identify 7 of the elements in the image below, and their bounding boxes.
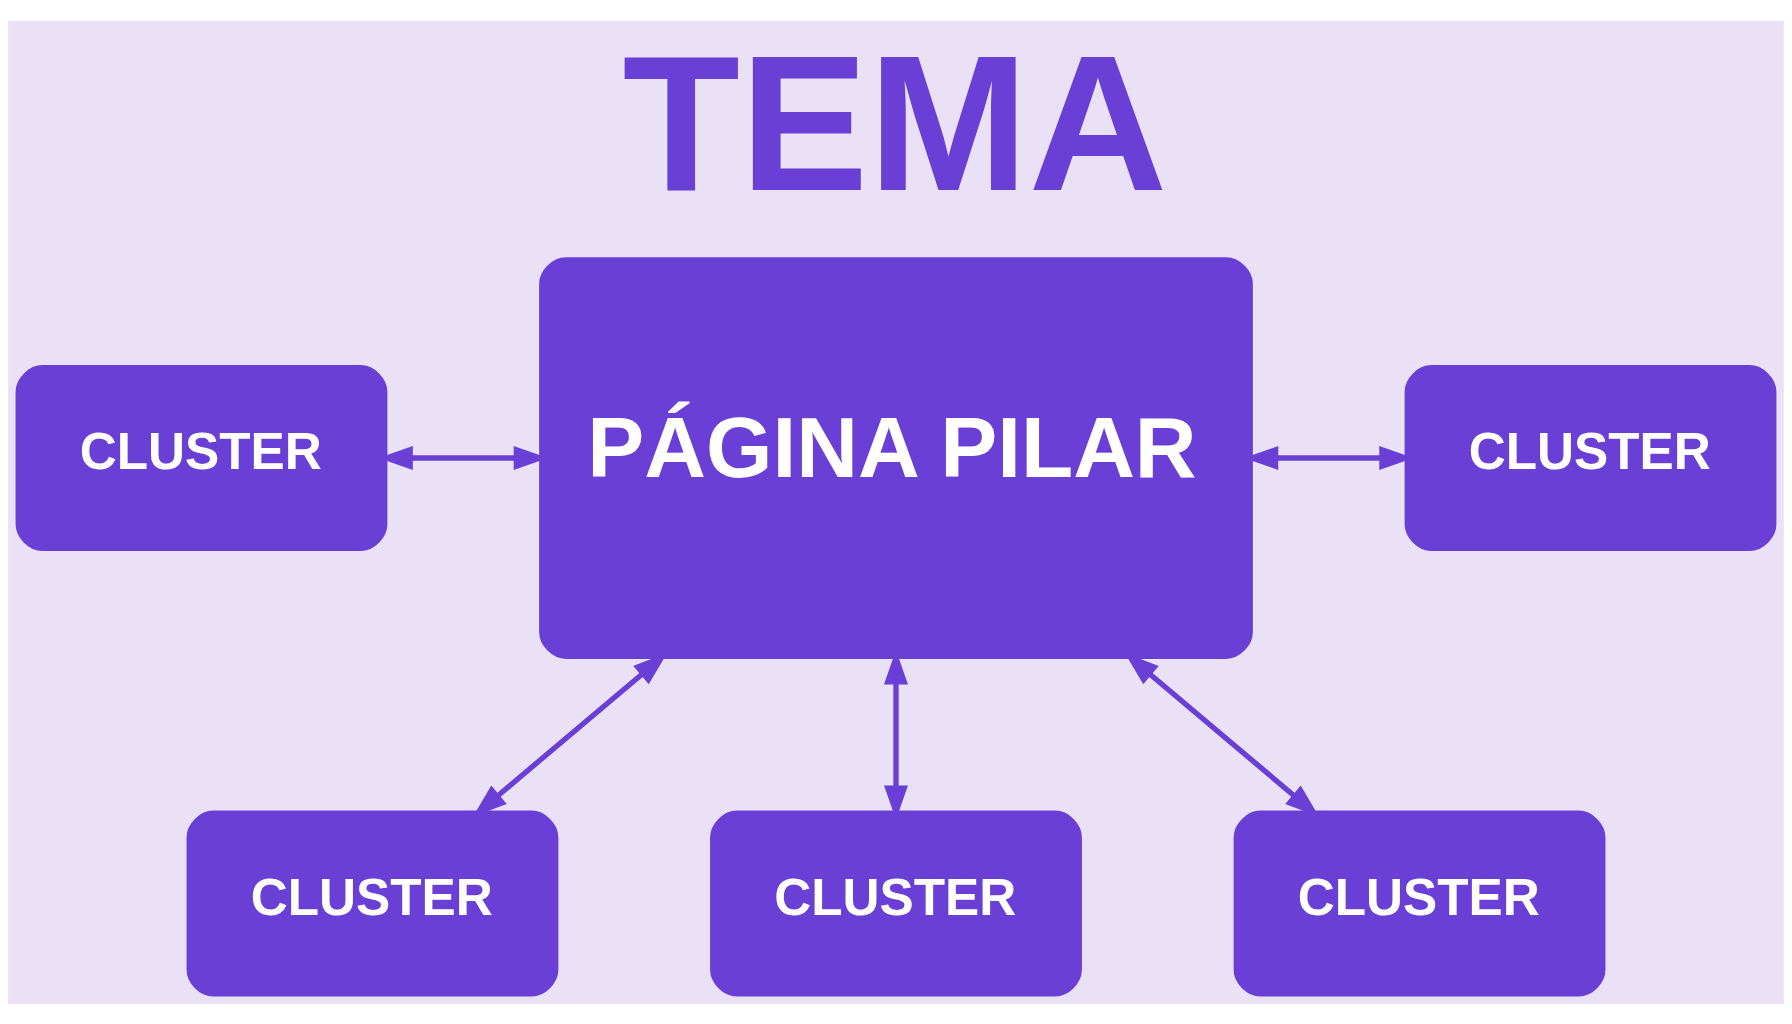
- node-box: CLUSTER: [1233, 810, 1606, 997]
- node-box: CLUSTER: [186, 810, 559, 997]
- node-box: CLUSTER: [1404, 364, 1777, 551]
- node-box: PÁGINA PILAR: [539, 256, 1253, 659]
- diagram-title: TEMA: [622, 15, 1168, 231]
- node-box: CLUSTER: [710, 810, 1082, 997]
- node-box: CLUSTER: [15, 364, 388, 551]
